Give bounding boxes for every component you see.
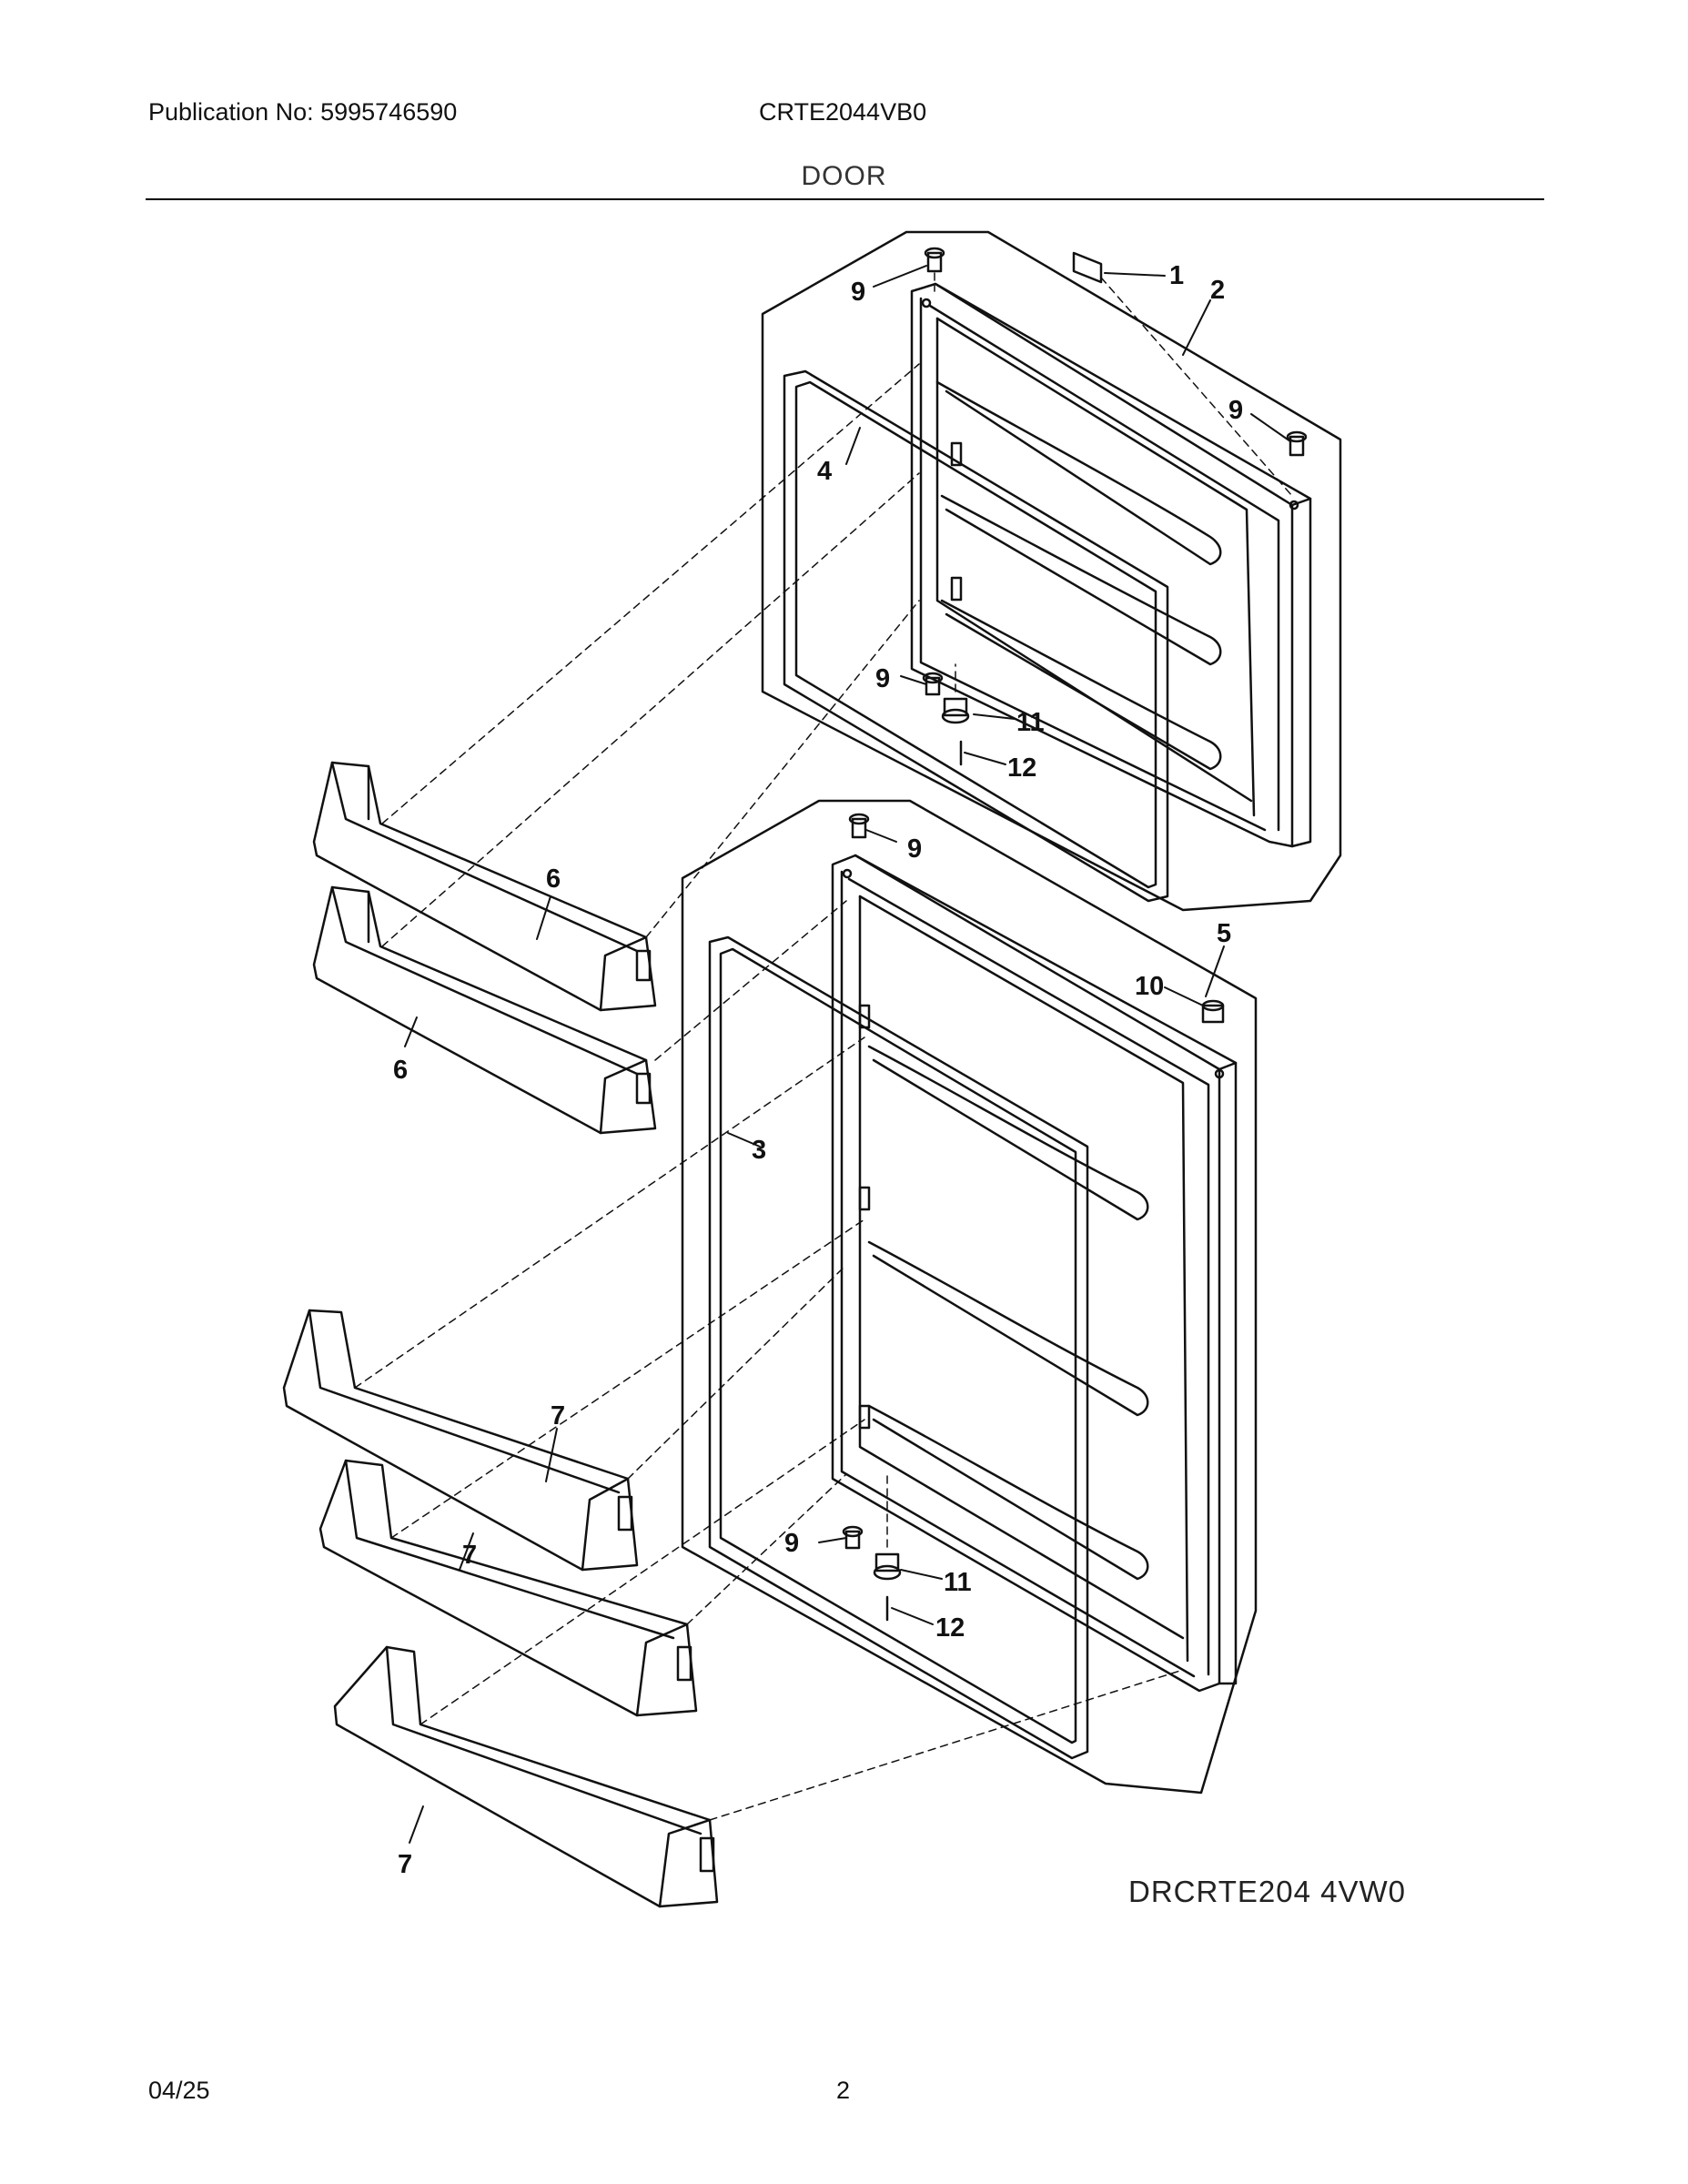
callout-7-lower: 7 bbox=[398, 1850, 412, 1879]
callout-4: 4 bbox=[817, 457, 832, 486]
callout-9-right: 9 bbox=[1228, 396, 1243, 425]
fresh-food-door-bin bbox=[318, 1459, 698, 1717]
callout-6-lower: 6 bbox=[393, 1056, 408, 1085]
callout-11-lower: 11 bbox=[944, 1568, 972, 1597]
label-plate-icon bbox=[1072, 251, 1103, 284]
alignment-lines bbox=[354, 272, 1293, 1821]
callout-9-fresh-bottom: 9 bbox=[784, 1529, 799, 1558]
fresh-food-door-bin bbox=[333, 1645, 719, 1908]
callout-3: 3 bbox=[752, 1136, 766, 1165]
callout-12-lower: 12 bbox=[935, 1613, 965, 1643]
fresh-food-door-group-outline bbox=[681, 799, 1258, 1795]
screw-icon bbox=[842, 1525, 864, 1550]
footer-date: 04/25 bbox=[148, 2077, 210, 2104]
publication-number: Publication No: 5995746590 bbox=[148, 98, 458, 126]
screw-icon bbox=[924, 247, 945, 273]
callout-7-middle: 7 bbox=[462, 1541, 477, 1570]
page-number: 2 bbox=[836, 2077, 851, 2104]
callout-1: 1 bbox=[1169, 261, 1184, 290]
door-stop-icon bbox=[1201, 999, 1225, 1024]
callout-9-fresh-top: 9 bbox=[907, 834, 922, 864]
freezer-door-group-outline bbox=[761, 230, 1342, 912]
callout-2: 2 bbox=[1210, 276, 1225, 305]
callout-9-freezer-bottom: 9 bbox=[875, 664, 890, 693]
callout-5: 5 bbox=[1217, 919, 1231, 948]
hinge-bushing-icon bbox=[941, 697, 970, 724]
screw-icon bbox=[922, 672, 944, 696]
callout-10: 10 bbox=[1135, 972, 1164, 1001]
freezer-door-shelf bbox=[312, 761, 657, 1012]
header-rule bbox=[146, 198, 1544, 200]
callout-11-upper: 11 bbox=[1016, 708, 1045, 737]
screw-icon bbox=[848, 813, 870, 839]
section-title: DOOR bbox=[801, 161, 887, 191]
fresh-food-door-bin bbox=[282, 1309, 639, 1572]
model-number: CRTE2044VB0 bbox=[759, 98, 927, 126]
callout-6-upper: 6 bbox=[546, 864, 561, 894]
freezer-door-panel bbox=[910, 282, 1312, 848]
fresh-food-door-panel bbox=[831, 854, 1238, 1693]
drawing-code: DRCRTE204 4VW0 bbox=[1128, 1875, 1406, 1908]
callout-12-upper: 12 bbox=[1007, 753, 1036, 783]
leader-lines bbox=[404, 265, 1291, 1844]
screw-icon bbox=[1286, 430, 1308, 457]
callout-9-top: 9 bbox=[851, 278, 865, 307]
fresh-food-door-gasket bbox=[708, 935, 1089, 1760]
callout-7-upper: 7 bbox=[551, 1401, 565, 1431]
freezer-door-gasket bbox=[783, 369, 1169, 903]
hinge-bushing-icon bbox=[873, 1552, 902, 1581]
